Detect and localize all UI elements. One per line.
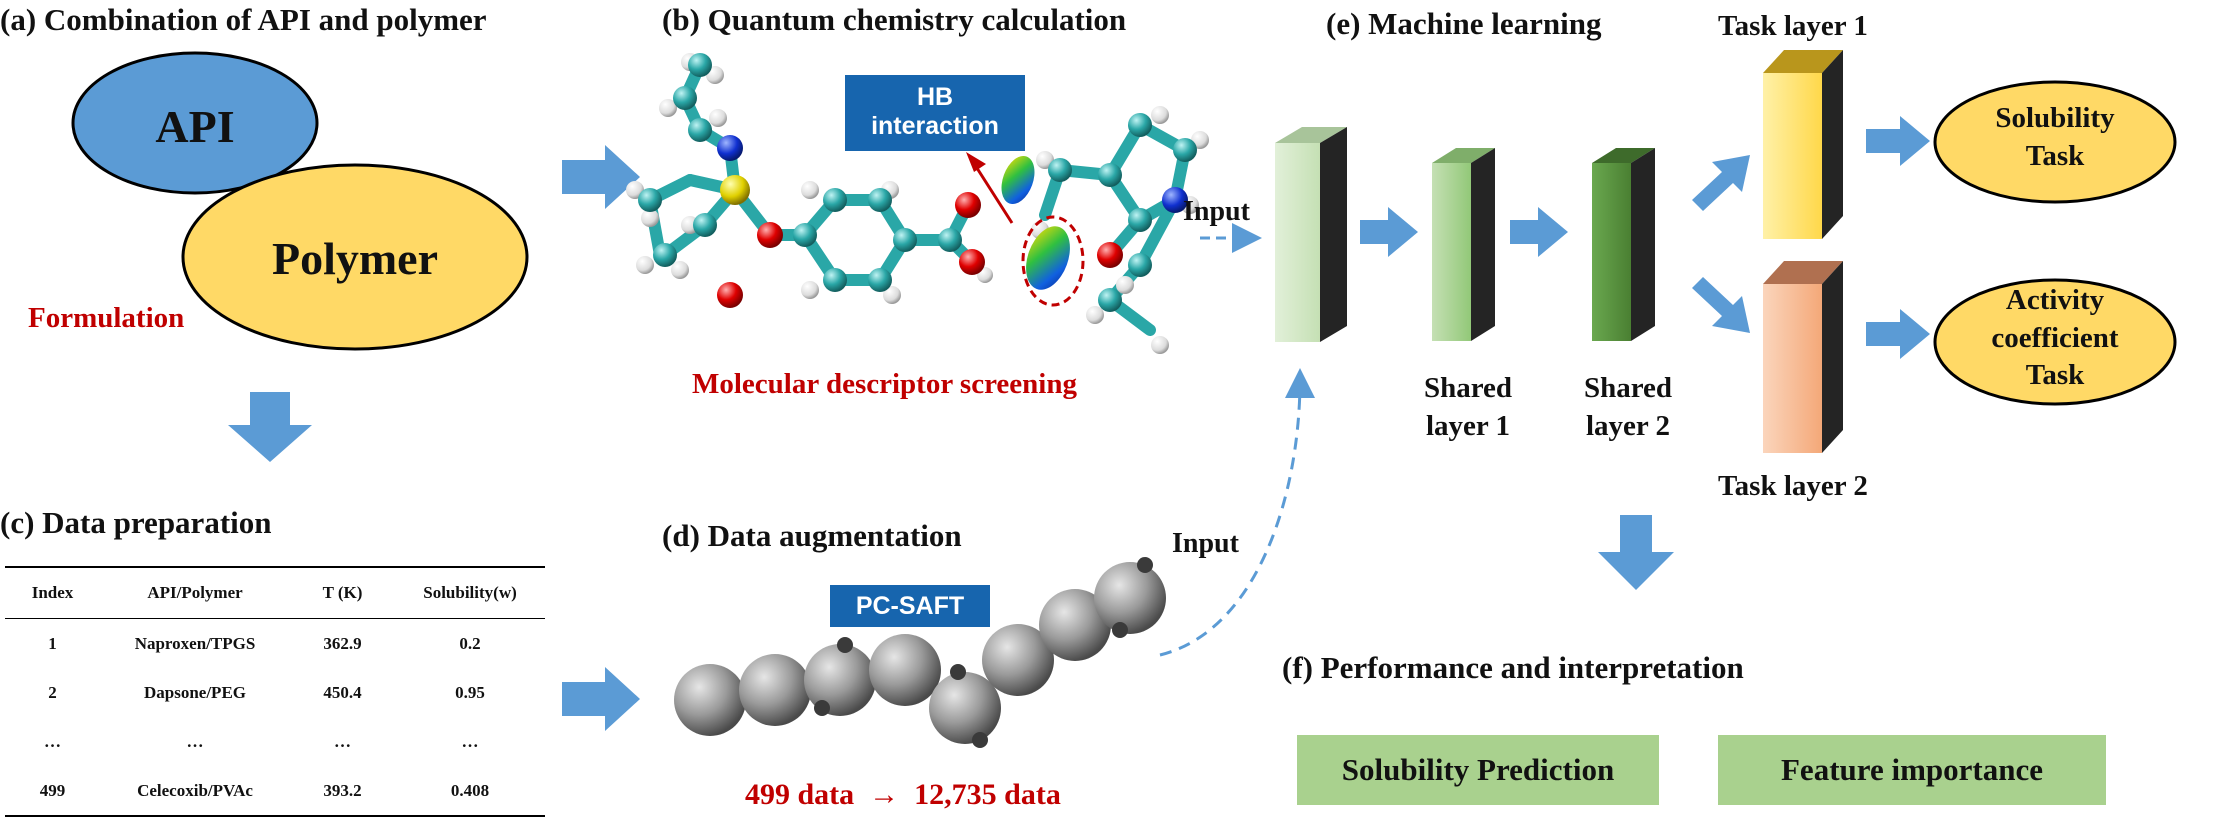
table-cell: Dapsone/PEG xyxy=(143,682,247,702)
shared-layer-1-label: Shared layer 1 xyxy=(1398,370,1538,445)
table-cell: … xyxy=(461,731,479,751)
table-cell: 499 xyxy=(5,766,100,817)
table-cell: 0.2 xyxy=(459,633,481,653)
molecular-descriptor-label: Molecular descriptor screening xyxy=(692,368,1077,400)
activity-task-ellipse xyxy=(1933,278,2177,406)
table-row: 2 Dapsone/PEG 450.4 0.95 xyxy=(5,668,545,717)
panel-b-title: (b) Quantum chemistry calculation xyxy=(662,2,1127,37)
arrow-task1-to-solubility-icon xyxy=(1866,116,1930,166)
solubility-task-label: Solubility Task xyxy=(1935,100,2175,175)
table-cell: … xyxy=(186,731,204,751)
table-cell: … xyxy=(334,731,351,751)
table-header-row: Index API/Polymer T (K) Solubility(w) xyxy=(5,566,545,619)
col-solubility-header: Solubility(w) xyxy=(395,566,545,619)
table-row: 499 Celecoxib/PVAc 393.2 0.408 xyxy=(5,766,545,817)
arrow-right-a-to-b-icon xyxy=(562,145,640,209)
col-index-header: Index xyxy=(5,566,100,619)
solubility-task-ellipse xyxy=(1933,80,2177,204)
table-cell: 450.4 xyxy=(323,682,362,702)
pcsaft-tag: PC-SAFT xyxy=(830,585,990,627)
shared-layer-1-line1: Shared xyxy=(1423,372,1513,404)
task-layer-2-label: Task layer 2 xyxy=(1718,470,1868,502)
input-label-bottom: Input xyxy=(1172,528,1239,559)
feature-importance-box: Feature importance xyxy=(1718,735,2106,805)
arrow-input-to-shared1-icon xyxy=(1360,207,1418,257)
panel-e-title: (e) Machine learning xyxy=(1326,6,1602,41)
panel-f-title: (f) Performance and interpretation xyxy=(1282,650,1744,685)
solubility-prediction-box: Solubility Prediction xyxy=(1297,735,1659,805)
shared-layer-1-line2: layer 1 xyxy=(1425,409,1511,442)
arrow-task2-to-activity-icon xyxy=(1866,309,1930,359)
arrow-shared1-to-shared2-icon xyxy=(1510,207,1568,257)
shared-layer-1 xyxy=(1432,148,1495,341)
task-layer-1 xyxy=(1763,50,1843,239)
table-cell: … xyxy=(44,731,61,751)
formulation-label: Formulation xyxy=(28,302,185,334)
augmentation-text: 499 data → 12,735 data xyxy=(745,778,1061,811)
arrow-down-e-to-f-icon xyxy=(1598,515,1674,590)
task-layer-2 xyxy=(1763,261,1843,453)
molecule-illustration-icon xyxy=(626,53,1209,354)
table-cell: 0.408 xyxy=(395,766,545,817)
table-cell: 0.95 xyxy=(455,682,485,702)
table-cell: 1 xyxy=(48,633,57,653)
polymer-ellipse xyxy=(181,163,529,351)
input-label-top: Input xyxy=(1183,196,1250,227)
solubility-task-line1: Solubility xyxy=(1995,102,2115,134)
panel-c-title: (c) Data preparation xyxy=(0,505,272,540)
activity-task-line2: coefficient xyxy=(1991,321,2119,354)
panel-d-title: (d) Data augmentation xyxy=(662,518,962,553)
arrow-right-c-to-d-icon xyxy=(562,667,640,731)
shared-layer-2-line1: Shared xyxy=(1583,372,1673,404)
shared-layer-2-line2: layer 2 xyxy=(1585,409,1671,442)
col-temperature-header: T (K) xyxy=(290,566,395,619)
activity-task-line1: Activity xyxy=(2005,284,2105,316)
table-cell: 2 xyxy=(48,682,57,702)
table-cell: 393.2 xyxy=(290,766,395,817)
activity-task-line3: Task xyxy=(2025,359,2085,392)
input-layer xyxy=(1275,127,1347,342)
table-cell: Celecoxib/PVAc xyxy=(100,766,290,817)
polymer-label: Polymer xyxy=(271,233,439,284)
hb-interaction-tag: HB interaction xyxy=(845,75,1025,151)
task-layer-1-label: Task layer 1 xyxy=(1718,10,1868,42)
api-label: API xyxy=(155,101,235,152)
hb-tag-line2: interaction xyxy=(871,111,999,140)
arrow-down-a-to-c-icon xyxy=(228,392,312,462)
pcsaft-bead-chain-icon xyxy=(674,557,1166,748)
arrow-shared-to-task2-icon xyxy=(1692,277,1750,333)
table-cell: 362.9 xyxy=(323,633,362,653)
shared-layer-2 xyxy=(1592,148,1655,341)
arrow-shared-to-task1-icon xyxy=(1692,155,1750,211)
api-ellipse xyxy=(71,51,319,195)
shared-layer-2-label: Shared layer 2 xyxy=(1558,370,1698,445)
data-table: Index API/Polymer T (K) Solubility(w) 1 … xyxy=(5,566,545,817)
table-row: 1 Naproxen/TPGS 362.9 0.2 xyxy=(5,619,545,669)
hb-tag-line1: HB xyxy=(916,83,954,111)
panel-a-title: (a) Combination of API and polymer xyxy=(0,2,487,37)
dashed-input-arrow-bottom xyxy=(1159,368,1315,657)
activity-task-label: Activity coefficient Task xyxy=(1935,282,2175,395)
table-cell: Naproxen/TPGS xyxy=(134,633,256,653)
col-api-polymer-header: API/Polymer xyxy=(100,566,290,619)
solubility-task-line2: Task xyxy=(2025,139,2085,172)
table-row: … … … … xyxy=(5,717,545,766)
